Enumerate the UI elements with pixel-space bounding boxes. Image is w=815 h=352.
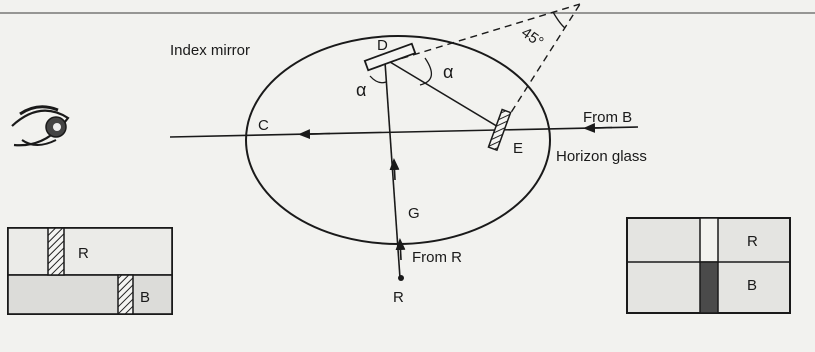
- dashed-line-e: [504, 3, 581, 123]
- reflected-ray: [389, 61, 501, 129]
- label-point-c: C: [258, 117, 269, 134]
- left-panel-bottom-label: B: [140, 289, 150, 306]
- left-view-panel: R B: [7, 227, 173, 315]
- label-from-r: From R: [412, 249, 462, 266]
- right-view-panel: R B: [626, 217, 791, 314]
- alpha-arc-left: [369, 75, 387, 84]
- label-horizon-glass: Horizon glass: [556, 148, 647, 165]
- eye-icon: [11, 105, 70, 147]
- left-panel-top-label: R: [78, 245, 89, 262]
- label-alpha-right: α: [443, 62, 453, 82]
- incident-ray: [384, 61, 401, 279]
- sight-arrow-b: [583, 122, 613, 133]
- ray-arrow-lower: [395, 238, 406, 261]
- left-panel-bottom-glass: [117, 274, 134, 315]
- angle-45-arc: [552, 11, 566, 29]
- right-panel-bottom-label: B: [747, 277, 757, 294]
- right-panel-bottom-glass: [699, 261, 719, 314]
- sight-arrow-c: [298, 129, 331, 140]
- label-angle-45: 45°: [518, 24, 546, 51]
- label-point-d: D: [377, 37, 388, 54]
- point-r-dot: [398, 275, 404, 281]
- horizon-glass: [487, 108, 512, 152]
- label-point-r: R: [393, 289, 404, 306]
- ray-arrow-upper: [389, 158, 400, 181]
- label-from-b: From B: [583, 109, 632, 126]
- index-mirror: [363, 42, 417, 72]
- right-panel-top-glass: [699, 217, 719, 263]
- label-point-e: E: [513, 140, 523, 157]
- label-point-g: G: [408, 205, 420, 222]
- label-index-mirror: Index mirror: [170, 42, 250, 59]
- sight-line: [169, 126, 639, 138]
- left-panel-top-glass: [47, 227, 65, 276]
- alpha-arc-right: [419, 57, 432, 86]
- label-alpha-left: α: [356, 80, 366, 100]
- dashed-line-d: [389, 3, 581, 63]
- right-panel-top-label: R: [747, 233, 758, 250]
